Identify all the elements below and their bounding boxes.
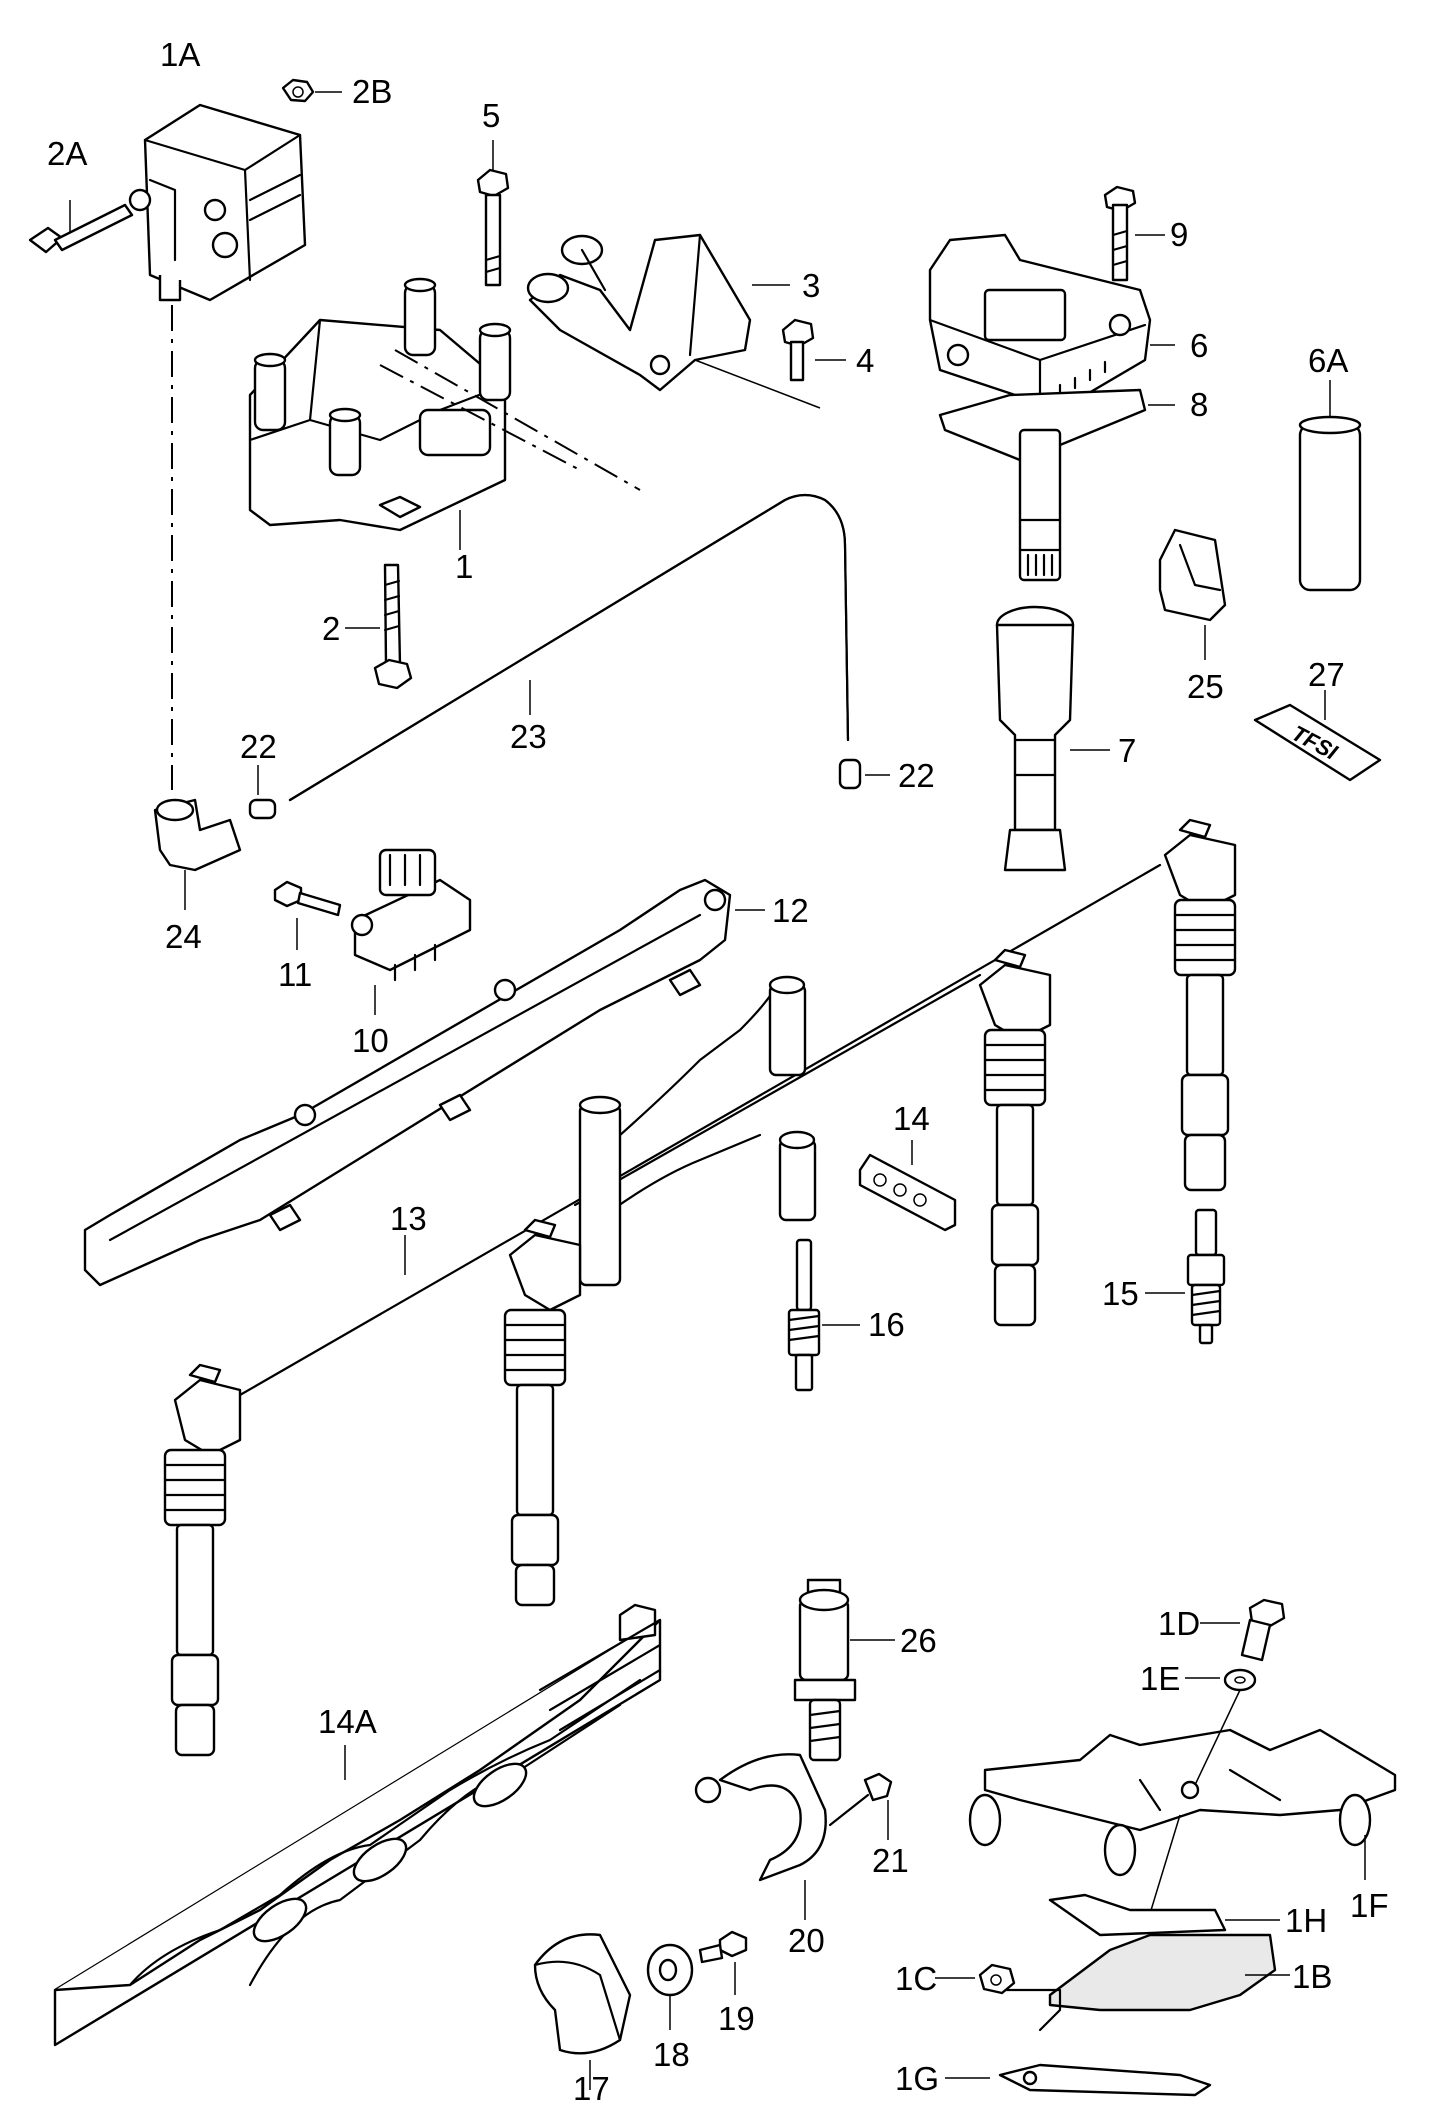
label-24: 24: [165, 918, 202, 955]
part-1-coil-pack: [248, 277, 512, 550]
spark-plug-lead-4: [1163, 818, 1237, 1192]
part-1g-plate: [945, 2063, 1212, 2097]
part-20-clamp: [694, 1753, 827, 1920]
label-23: 23: [510, 718, 547, 755]
label-1b: 1B: [1292, 1958, 1332, 1995]
label-3: 3: [802, 267, 820, 304]
part-19-bolt: [698, 1930, 748, 1995]
label-22-right: 22: [898, 757, 935, 794]
label-1a: 1A: [160, 36, 200, 73]
dash-leaders-1-3: [379, 349, 641, 491]
label-12: 12: [772, 892, 809, 929]
label-13: 13: [390, 1200, 427, 1237]
label-11: 11: [278, 956, 312, 993]
part-13-lead-set: [238, 863, 1162, 1397]
part-1h-bracket: [1048, 1893, 1280, 1937]
label-10: 10: [352, 1022, 389, 1059]
label-19: 19: [718, 2000, 755, 2037]
part-7-boot: [995, 605, 1110, 872]
part-18-grommet: [646, 1943, 694, 2030]
part-2b-nut: [281, 78, 342, 103]
part-6a-cylinder: [1298, 380, 1362, 592]
part-10-sensor: [350, 848, 472, 1015]
part-5-bolt: [476, 140, 510, 287]
label-1c: 1C: [895, 1960, 937, 1997]
label-1: 1: [455, 548, 473, 585]
part-14-separator: [858, 1140, 957, 1232]
spark-plug-lead-2: [503, 1218, 582, 1607]
part-12-bracket: [83, 878, 765, 1287]
spark-plug-lead-3: [978, 948, 1052, 1327]
part-1b-heat-shield: [998, 1933, 1290, 2032]
label-9: 9: [1170, 216, 1188, 253]
label-14: 14: [893, 1100, 930, 1137]
label-5: 5: [482, 97, 500, 134]
part-11-bolt: [273, 880, 342, 950]
label-14a: 14A: [318, 1703, 377, 1740]
part-22-clamps: [248, 758, 890, 820]
part-14a-panel: [53, 1603, 662, 2047]
part-6-coil-module: [928, 233, 1175, 412]
label-1g: 1G: [895, 2060, 939, 2097]
part-23-hose: [288, 493, 850, 802]
label-2: 2: [322, 610, 340, 647]
part-1e-washer: [1185, 1668, 1257, 1692]
part-6-coil-shaft: [1018, 428, 1062, 582]
part-2-bolt: [345, 563, 413, 690]
label-16: 16: [868, 1306, 905, 1343]
label-17: 17: [573, 2070, 610, 2107]
part-25-clip: [1158, 528, 1227, 660]
label-1e: 1E: [1140, 1660, 1180, 1697]
spark-plug-lead-1: [163, 1363, 242, 1757]
part-26-sensor: [793, 1578, 895, 1762]
part-1f-engine-cover: [968, 1728, 1397, 1880]
label-6: 6: [1190, 327, 1208, 364]
label-26: 26: [900, 1622, 937, 1659]
label-22-left: 22: [240, 728, 277, 765]
label-25: 25: [1187, 668, 1224, 705]
part-1d-bolt: [1200, 1598, 1286, 1662]
label-4: 4: [856, 342, 874, 379]
part-24-elbow: [153, 798, 242, 910]
part-9-bolt: [1103, 185, 1165, 282]
label-21: 21: [872, 1842, 909, 1879]
label-18: 18: [653, 2036, 690, 2073]
part-4-bolt: [781, 318, 846, 382]
part-1a-ignition-coil: [128, 103, 307, 302]
label-7: 7: [1118, 732, 1136, 769]
part-17-band: [533, 1933, 632, 2090]
label-27: 27: [1308, 656, 1345, 693]
label-6a: 6A: [1308, 342, 1348, 379]
part-3-bracket: [526, 233, 821, 409]
part-1c-nut: [935, 1963, 1016, 1995]
label-2a: 2A: [47, 135, 87, 172]
part-21-bolt: [828, 1772, 893, 1840]
part-16-glow-plug: [787, 1238, 860, 1392]
part-8-gasket: [938, 388, 1175, 462]
label-20: 20: [788, 1922, 825, 1959]
label-15: 15: [1102, 1275, 1139, 1312]
label-8: 8: [1190, 386, 1208, 423]
label-1d: 1D: [1158, 1605, 1200, 1642]
part-15-spark-plug: [1145, 1208, 1226, 1345]
label-1h: 1H: [1285, 1902, 1327, 1939]
label-2b: 2B: [352, 73, 392, 110]
part-2a-bolt: [28, 200, 134, 254]
callout-labels: 1A 2B 2A 5 9 3 4 6 8 6A 1 2 25 27 23 22 …: [47, 36, 1389, 2107]
label-1f: 1F: [1350, 1887, 1389, 1924]
part-27-badge: TFSI: [1253, 690, 1382, 782]
